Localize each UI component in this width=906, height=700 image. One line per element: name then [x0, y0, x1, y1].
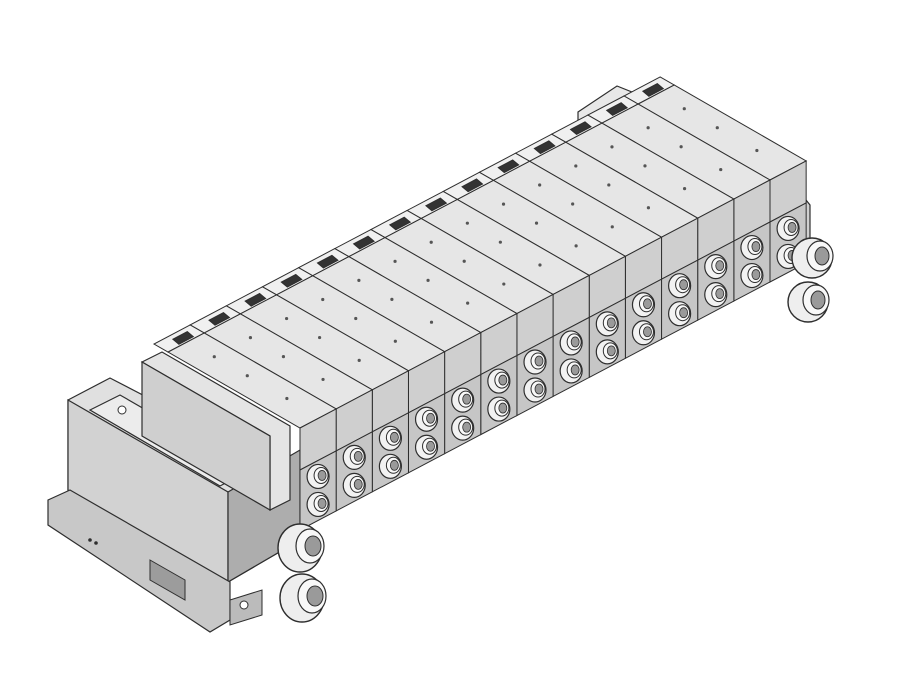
valve-stations	[152, 76, 808, 531]
valve-station	[550, 114, 735, 321]
valve-station	[297, 248, 482, 455]
valve-station	[406, 190, 591, 398]
valve-station	[152, 324, 338, 531]
valve-station	[442, 171, 627, 379]
valve-station	[369, 209, 555, 417]
valve-station	[189, 305, 374, 512]
valve-station	[225, 286, 410, 493]
valve-station	[514, 133, 699, 341]
left-fittings	[277, 523, 327, 623]
valve-station	[261, 267, 446, 474]
left-end-plate	[47, 351, 301, 633]
right-fittings	[787, 237, 834, 323]
valve-station	[478, 152, 663, 360]
valve-station	[622, 76, 808, 283]
